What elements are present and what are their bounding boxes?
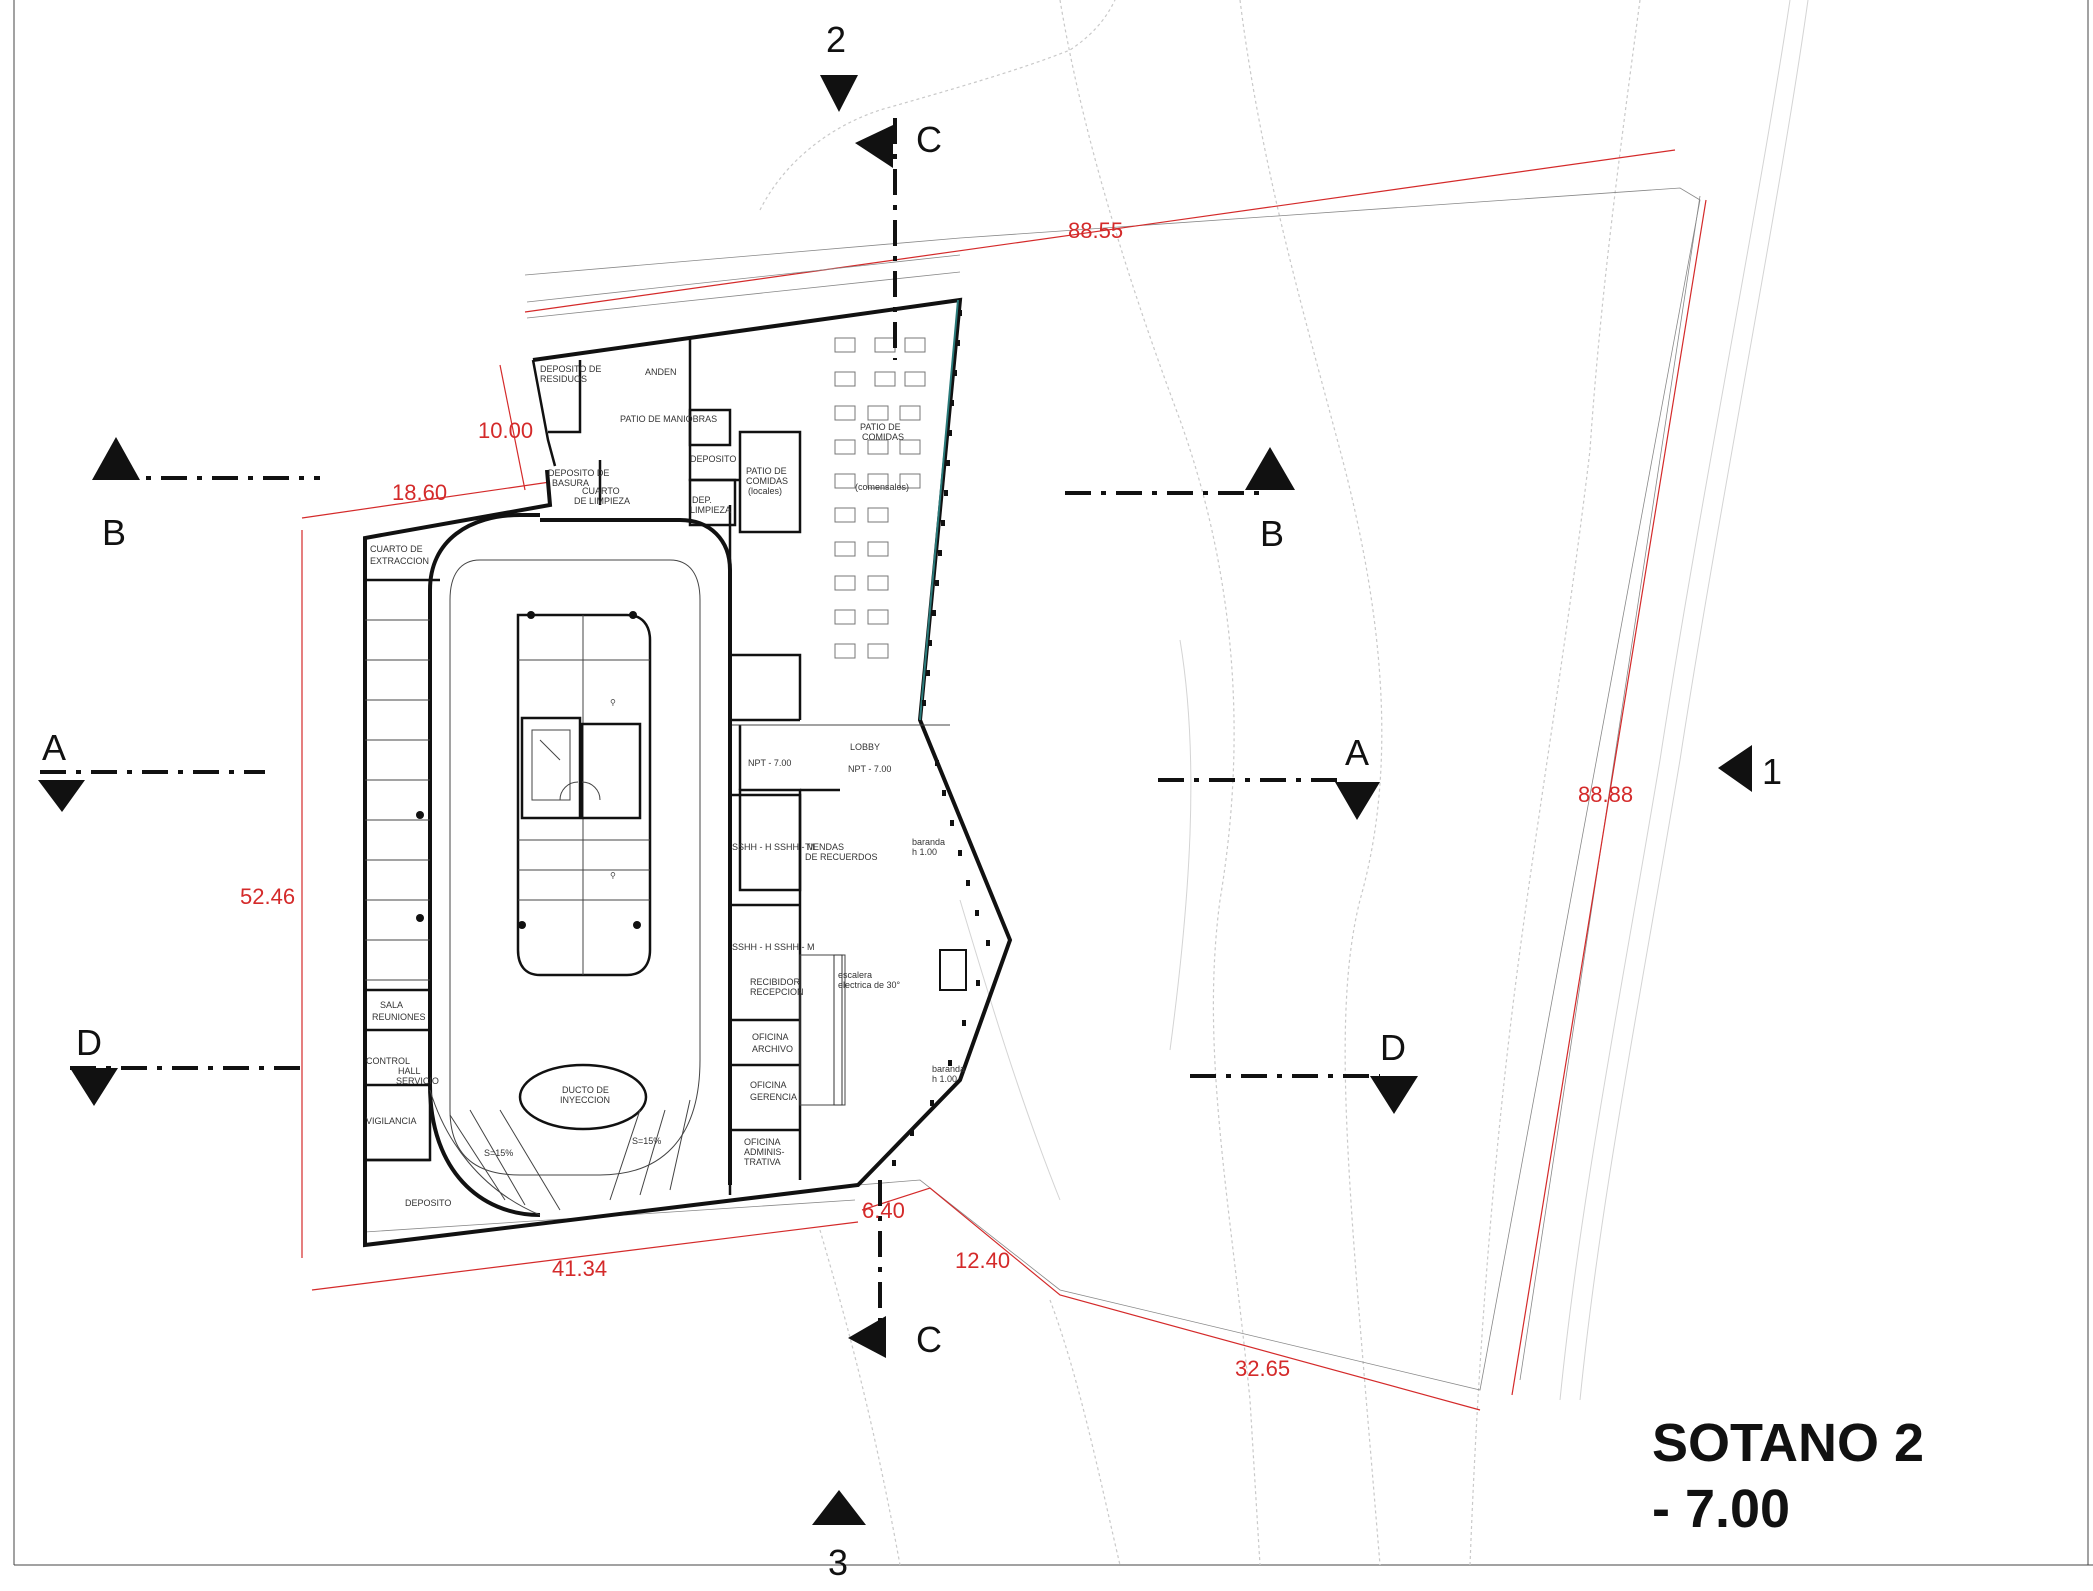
ramp-slope-right: S=15%: [632, 1136, 661, 1146]
svg-text:⚲: ⚲: [610, 871, 616, 880]
svg-text:⚲: ⚲: [610, 698, 616, 707]
room-dep-limpieza: DEP.: [692, 495, 712, 505]
dimension-labels: 88.55 88.88 10.00 18.60 52.46 41.34 6.40…: [240, 218, 1633, 1381]
room-baranda-2: h 1.00: [912, 847, 937, 857]
parking-stalls: [365, 615, 650, 981]
room-deposito-residuos-2: RESIDUOS: [540, 374, 587, 384]
room-tiendas: TIENDAS: [805, 842, 844, 852]
room-control: CONTROL: [366, 1056, 410, 1066]
dimension-top: 88.55: [1068, 218, 1123, 243]
room-oficina-archivo-2: ARCHIVO: [752, 1044, 793, 1054]
room-sala-reuniones: SALA: [380, 1000, 403, 1010]
parking-ring: [428, 513, 732, 1217]
sheet-border: [13, 0, 2093, 1566]
room-patio-locales-3: (locales): [748, 486, 782, 496]
dimension-lines: [301, 149, 1707, 1411]
room-baranda-h-2: h 1.00: [932, 1074, 957, 1084]
room-escalera-2: electrica de 30°: [838, 980, 901, 990]
room-oficina-admin-3: TRATIVA: [744, 1157, 781, 1167]
dimension-left: 52.46: [240, 884, 295, 909]
dimension-bottom: 41.34: [552, 1256, 607, 1281]
section-marker-c-bottom: C: [916, 1319, 942, 1360]
room-anden: ANDEN: [645, 367, 677, 377]
section-marker-a-left: A: [42, 727, 66, 768]
building-walls: [363, 297, 1013, 1248]
dimension-1240: 12.40: [955, 1248, 1010, 1273]
dimension-1860: 18.60: [392, 480, 447, 505]
room-deposito-residuos: DEPOSITO DE: [540, 364, 601, 374]
room-ducto: DUCTO DE: [562, 1085, 609, 1095]
food-court-tables: [833, 299, 990, 1166]
room-lobby: LOBBY: [850, 742, 880, 752]
dimension-640: 6.40: [862, 1198, 905, 1223]
room-ducto-2: INYECCION: [560, 1095, 610, 1105]
room-oficina-admin: OFICINA: [744, 1137, 781, 1147]
room-hall-servicio: HALL: [398, 1066, 421, 1076]
room-npt-1: NPT - 7.00: [748, 758, 791, 768]
room-patio-locales: PATIO DE: [746, 466, 787, 476]
room-recibidor: RECIBIDOR: [750, 977, 801, 987]
section-labels: 2 C B B A A D D C 3 1: [42, 19, 1782, 1583]
room-deposito-bottom: DEPOSITO: [405, 1198, 451, 1208]
section-marker-1: 1: [1762, 751, 1782, 792]
room-sshh-2: SSHH - H SSHH - M: [732, 942, 815, 952]
section-triangles: [38, 75, 1752, 1525]
room-dep-limpieza-2: LIMPIEZA: [690, 505, 731, 515]
section-lines: [40, 118, 1380, 1330]
room-escalera: escalera: [838, 970, 872, 980]
title-block: SOTANO 2 - 7.00: [1652, 1410, 2072, 1542]
dimension-3265: 32.65: [1235, 1356, 1290, 1381]
room-patio-comensales: PATIO DE: [860, 422, 901, 432]
ramp-slope-left: S=15%: [484, 1148, 513, 1158]
terrain-contours: [759, 0, 1809, 1566]
room-baranda: baranda: [912, 837, 945, 847]
room-cuarto-limpieza-2: DE LIMPIEZA: [574, 496, 630, 506]
section-marker-b-right: B: [1260, 513, 1284, 554]
room-oficina-gerencia: OFICINA: [750, 1080, 787, 1090]
room-vigilancia: VIGILANCIA: [366, 1116, 417, 1126]
room-oficina-admin-2: ADMINIS-: [744, 1147, 785, 1157]
dimension-right: 88.88: [1578, 782, 1633, 807]
room-cuarto-limpieza: CUARTO: [582, 486, 620, 496]
section-marker-3: 3: [828, 1542, 848, 1583]
room-hall-servicio-2: SERVICIO: [396, 1076, 439, 1086]
section-marker-b-left: B: [102, 512, 126, 553]
dimension-10: 10.00: [478, 418, 533, 443]
room-patio-comensales-3: (comensales): [855, 482, 909, 492]
room-patio-locales-2: COMIDAS: [746, 476, 788, 486]
room-deposito: DEPOSITO: [690, 454, 736, 464]
room-baranda-h: baranda: [932, 1064, 965, 1074]
drawing-level: - 7.00: [1652, 1479, 1791, 1539]
drawing-title: SOTANO 2: [1652, 1413, 1925, 1473]
room-npt-2: NPT - 7.00: [848, 764, 891, 774]
room-recibidor-2: RECEPCION: [750, 987, 804, 997]
room-tiendas-2: DE RECUERDOS: [805, 852, 878, 862]
room-patio-comensales-2: COMIDAS: [862, 432, 904, 442]
room-oficina-gerencia-2: GERENCIA: [750, 1092, 797, 1102]
room-sshh-1: SSHH - H SSHH - M: [732, 842, 815, 852]
room-labels: ANDEN PATIO DE MANIOBRAS DEPOSITO DE RES…: [366, 364, 965, 1208]
section-marker-2: 2: [826, 19, 846, 60]
section-marker-d-right: D: [1380, 1027, 1406, 1068]
room-sala-reuniones-2: REUNIONES: [372, 1012, 426, 1022]
central-core: ⚲ ⚲: [416, 611, 642, 929]
room-deposito-basura: DEPOSITO DE: [548, 468, 609, 478]
section-marker-a-right: A: [1345, 732, 1369, 773]
room-patio-maniobras: PATIO DE MANIOBRAS: [620, 414, 717, 424]
section-marker-d-left: D: [76, 1022, 102, 1063]
section-marker-c-top: C: [916, 119, 942, 160]
room-cuarto-extraccion-2: EXTRACCION: [370, 556, 429, 566]
room-cuarto-extraccion: CUARTO DE: [370, 544, 423, 554]
room-deposito-basura-2: BASURA: [552, 478, 589, 488]
room-oficina-archivo: OFICINA: [752, 1032, 789, 1042]
